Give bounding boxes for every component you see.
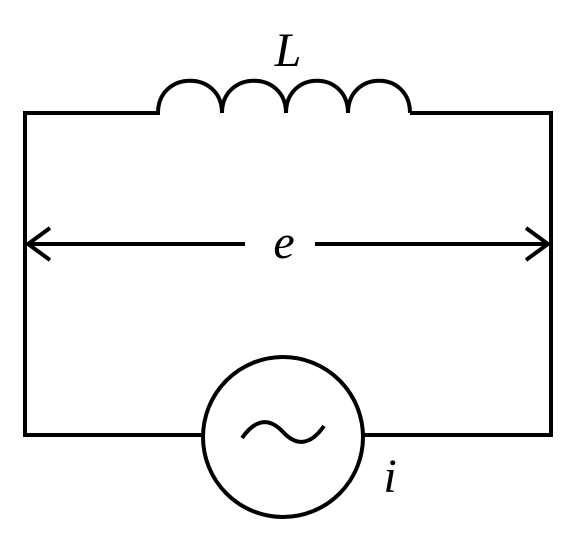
top-left-wire — [23, 111, 160, 437]
inductor-coil — [156, 78, 412, 114]
ac-source-circle — [201, 355, 365, 519]
current-label: i — [383, 450, 396, 503]
voltage-arrow-left-head — [24, 226, 52, 262]
voltage-arrow-right-head — [524, 226, 552, 262]
voltage-label: e — [273, 216, 294, 269]
tilde-icon — [240, 420, 326, 444]
top-right-wire — [410, 111, 553, 437]
ac-source — [201, 355, 365, 519]
inductor-label: L — [274, 24, 302, 77]
voltage-arrow — [24, 226, 552, 262]
